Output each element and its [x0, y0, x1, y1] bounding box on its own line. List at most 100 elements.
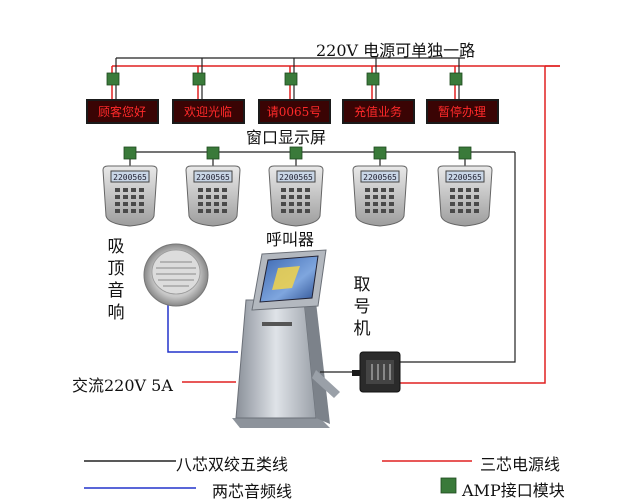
pager-key [466, 188, 471, 192]
pager-key [115, 209, 120, 213]
pager-screen [193, 170, 233, 183]
pager-device: 2200565 [102, 165, 158, 227]
pager-key [139, 188, 144, 192]
pager-device: 2200565 [437, 165, 493, 227]
pager-key [373, 209, 378, 213]
pager-key [115, 188, 120, 192]
audio-wiring [167, 302, 238, 353]
amp-modules [106, 72, 472, 160]
pager-key [450, 188, 455, 192]
pager-key [389, 209, 394, 213]
pager-screen-text: 2200565 [196, 173, 230, 182]
pager-key [458, 202, 463, 206]
pager-key [206, 202, 211, 206]
pager-label: 呼叫器 [266, 230, 315, 249]
pager-screen-text: 2200565 [363, 173, 397, 182]
pager-key [365, 209, 370, 213]
pager-device: 2200565 [352, 165, 408, 227]
pager-key [305, 195, 310, 199]
legend-amp-module-swatch [440, 477, 457, 494]
pager-key [198, 202, 203, 206]
mains-power-label: 交流220V 5A [72, 376, 173, 395]
pagers: 2200565 2200565 2200565 2200565 2200565 [102, 165, 493, 227]
pager-key [281, 209, 286, 213]
pager-key [474, 188, 479, 192]
pager-key [474, 202, 479, 206]
pager-screen [276, 170, 316, 183]
pager-key [281, 195, 286, 199]
pager-screen [110, 170, 150, 183]
pager-key [381, 209, 386, 213]
pager-key [381, 188, 386, 192]
pager-key [297, 202, 302, 206]
pager-key [214, 188, 219, 192]
display-text: 欢迎光临 [184, 104, 232, 119]
pager-key [198, 209, 203, 213]
pager-key [131, 195, 136, 199]
pager-key [450, 202, 455, 206]
pager-key [458, 209, 463, 213]
pager-key [123, 202, 128, 206]
display-text: 充值业务 [354, 104, 402, 119]
pager-key [139, 209, 144, 213]
ceiling-speaker [143, 243, 209, 307]
legend-power-cable-label: 三芯电源线 [480, 455, 561, 474]
pager-key [131, 202, 136, 206]
pager-key [458, 195, 463, 199]
pager-screen [445, 170, 485, 183]
top-power-label: 220V 电源可单独一路 [316, 41, 476, 60]
pager-key [115, 202, 120, 206]
pager-key [289, 188, 294, 192]
led-display: 请0065号 [258, 99, 331, 124]
legend-amp-module-label: AMP接口模块 [462, 481, 565, 500]
pager-key [466, 195, 471, 199]
led-display: 充值业务 [342, 99, 415, 124]
pager-key [365, 202, 370, 206]
pager-key [115, 195, 120, 199]
pager-screen-text: 2200565 [279, 173, 313, 182]
pager-key [123, 188, 128, 192]
pager-key [466, 202, 471, 206]
pager-key [139, 195, 144, 199]
pager-key [206, 195, 211, 199]
pager-key [389, 188, 394, 192]
kiosk-label: 取号机 [353, 275, 371, 339]
display-text: 顾客您好 [98, 104, 146, 119]
pager-key [123, 195, 128, 199]
pager-key [281, 202, 286, 206]
pager-key [206, 188, 211, 192]
pager-key [474, 195, 479, 199]
pager-key [297, 188, 302, 192]
pager-screen-text: 2200565 [113, 173, 147, 182]
pager-key [474, 209, 479, 213]
pager-key [222, 188, 227, 192]
pager-key [450, 195, 455, 199]
pager-key [373, 195, 378, 199]
pager-key [373, 188, 378, 192]
pager-key [381, 195, 386, 199]
ticket-kiosk [232, 249, 340, 428]
pager-key [198, 195, 203, 199]
pager-key [139, 202, 144, 206]
pager-key [222, 202, 227, 206]
pager-key [389, 195, 394, 199]
pager-key [450, 209, 455, 213]
pager-key [458, 188, 463, 192]
window-display-label: 窗口显示屏 [246, 128, 327, 147]
pager-key [131, 188, 136, 192]
pager-key [365, 195, 370, 199]
pager-key [214, 209, 219, 213]
led-display: 暂停办理 [426, 99, 499, 124]
window-displays: 顾客您好 欢迎光临 请0065号 充值业务 暂停办理 [86, 99, 499, 124]
pager-key [214, 195, 219, 199]
pager-key [289, 209, 294, 213]
pager-key [373, 202, 378, 206]
pager-key [222, 195, 227, 199]
pager-key [381, 202, 386, 206]
pager-key [466, 209, 471, 213]
power-plug-unit [320, 351, 401, 393]
led-display: 顾客您好 [86, 99, 159, 124]
pager-device: 2200565 [268, 165, 324, 227]
led-display: 欢迎光临 [172, 99, 245, 124]
pager-key [289, 202, 294, 206]
